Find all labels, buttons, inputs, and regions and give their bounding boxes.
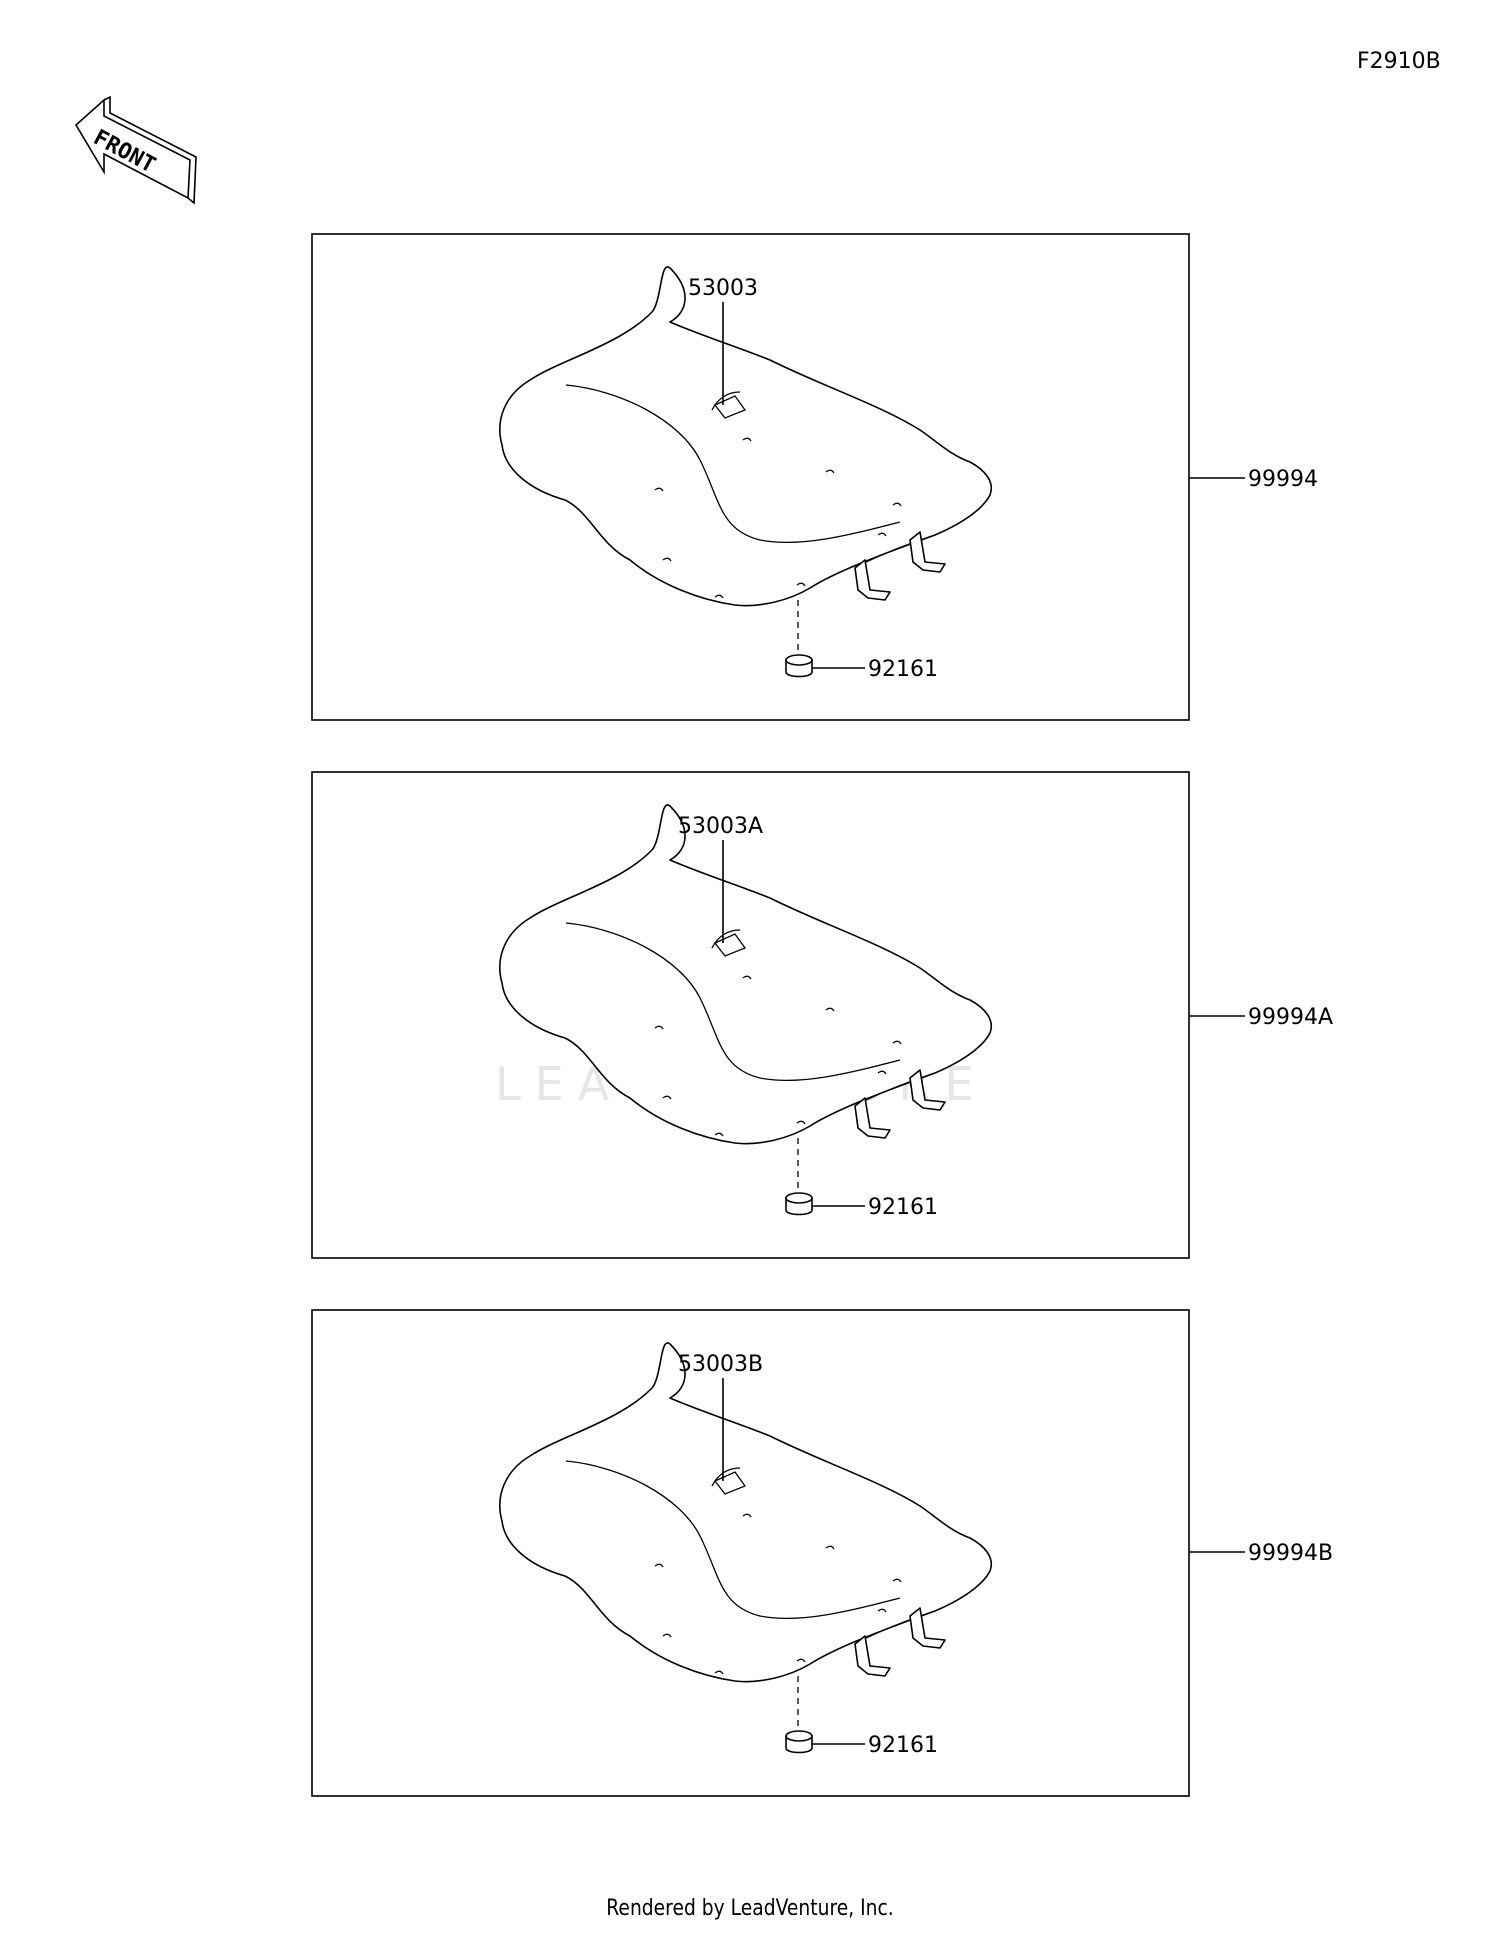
damper-part-label-3: 92161 <box>868 1733 938 1758</box>
panel-1-frame <box>311 233 1190 721</box>
panel-2-frame <box>311 771 1190 1259</box>
seat-illustration-2 <box>499 804 993 1216</box>
damper-part-label-2: 92161 <box>868 1195 938 1220</box>
damper-part-label-1: 92161 <box>868 657 938 682</box>
panel-3-frame <box>311 1309 1190 1797</box>
assembly-part-label-2: 99994A <box>1248 1005 1333 1030</box>
front-arrow-icon: FRONT <box>74 95 197 205</box>
assembly-part-label-3: 99994B <box>1248 1541 1333 1566</box>
figure-code: F2910B <box>1357 49 1441 74</box>
seat-illustration-1 <box>499 266 993 678</box>
seat-illustration-3 <box>499 1342 993 1754</box>
assembly-part-label-1: 99994 <box>1248 467 1318 492</box>
panel-2: 53003A 92161 99994A <box>311 771 1333 1259</box>
panel-3: 53003B 92161 99994B <box>311 1309 1333 1797</box>
seat-part-label-3: 53003B <box>678 1352 763 1377</box>
seat-part-label-1: 53003 <box>688 276 758 301</box>
footer-credit: Rendered by LeadVenture, Inc. <box>606 1896 894 1921</box>
seat-part-label-2: 53003A <box>678 814 763 839</box>
panel-1: 53003 92161 99994 <box>311 233 1318 721</box>
